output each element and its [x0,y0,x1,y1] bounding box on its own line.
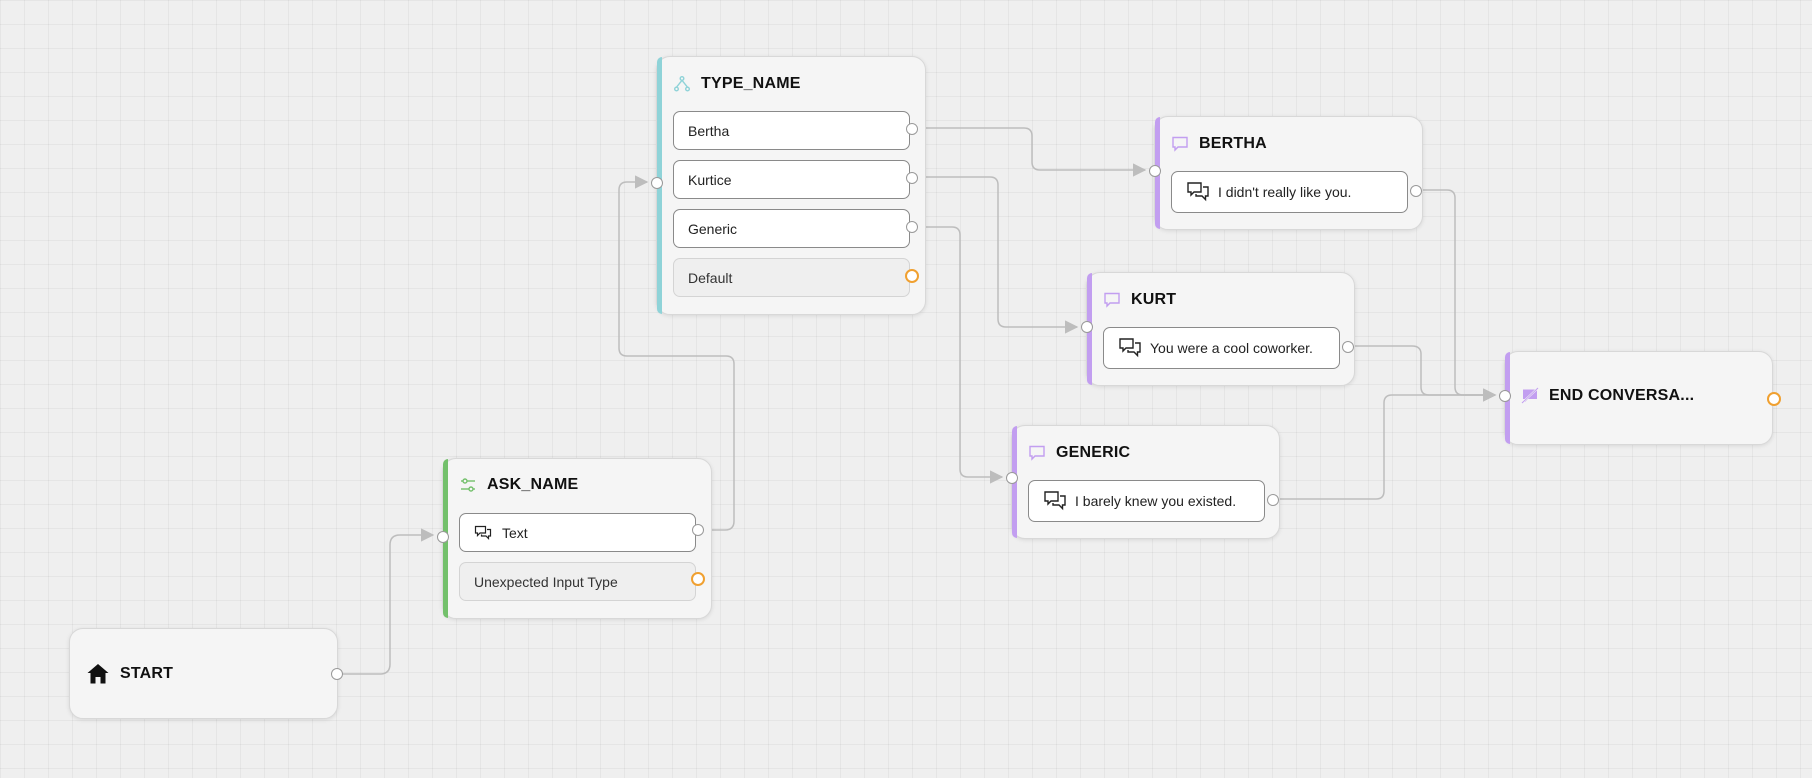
input-settings-icon [459,476,477,494]
edge-kurtice-to-kurt-node[interactable] [918,176,1079,334]
end-output-port[interactable] [1767,392,1781,406]
bertha-message-row[interactable]: I didn't really like you. [1171,171,1408,213]
bertha-output-port[interactable] [1410,185,1422,197]
kurt-output-port[interactable] [1342,341,1354,353]
ask-name-text-label: Text [502,524,528,541]
kurt-message-row[interactable]: You were a cool coworker. [1103,327,1340,369]
type-name-generic-port[interactable] [906,221,918,233]
start-node[interactable]: START [69,628,343,719]
type-name-bertha-row[interactable]: Bertha [673,111,910,150]
bertha-node[interactable]: BERTHA I didn't really like you. [1149,116,1423,230]
bertha-message-text: I didn't really like you. [1218,184,1352,200]
ask-name-title: ASK_NAME [487,476,579,493]
start-title: START [120,665,174,682]
generic-node[interactable]: GENERIC I barely knew you existed. [1006,425,1280,539]
type-name-kurtice-row[interactable]: Kurtice [673,160,910,199]
chat-bubbles-icon [1186,180,1210,204]
branch-icon [673,75,691,93]
ask-name-unexpected-port[interactable] [691,572,705,586]
end-input-port[interactable] [1499,390,1511,402]
generic-message-row[interactable]: I barely knew you existed. [1028,480,1265,522]
end-conversation-icon [1521,387,1539,405]
edge-kurt-node-to-end[interactable] [1347,345,1497,402]
kurt-input-port[interactable] [1081,321,1093,333]
kurt-node[interactable]: KURT You were a cool coworker. [1081,272,1355,386]
message-icon [1103,291,1121,309]
type-name-generic-label: Generic [688,220,738,237]
type-name-kurtice-label: Kurtice [688,171,732,188]
chat-bubbles-icon [1118,336,1142,360]
chat-bubbles-icon [474,524,492,542]
type-name-title: TYPE_NAME [701,75,801,92]
start-output-port[interactable] [331,668,343,680]
ask-name-text-port[interactable] [692,524,704,536]
ask-name-unexpected-label: Unexpected Input Type [474,573,618,590]
ask-name-unexpected-row[interactable]: Unexpected Input Type [459,562,696,601]
type-name-default-label: Default [688,269,733,286]
edge-generic-node-to-end[interactable] [1274,388,1497,500]
type-name-bertha-label: Bertha [688,122,730,139]
generic-input-port[interactable] [1006,472,1018,484]
type-name-default-row[interactable]: Default [673,258,910,297]
type-name-node[interactable]: TYPE_NAME Bertha Kurtice Generic Default [651,56,926,315]
chat-bubbles-icon [1043,489,1067,513]
ask-name-text-row[interactable]: Text [459,513,696,552]
end-conversation-node[interactable]: END CONVERSA... [1499,351,1781,445]
message-icon [1028,444,1046,462]
message-icon [1171,135,1189,153]
edge-bertha-node-to-end[interactable] [1415,189,1497,402]
type-name-input-port[interactable] [651,177,663,189]
home-icon [86,662,110,686]
generic-output-port[interactable] [1267,494,1279,506]
type-name-kurtice-port[interactable] [906,172,918,184]
edge-start-to-ask-name[interactable] [338,528,435,675]
edge-generic-to-generic-node[interactable] [918,226,1004,484]
type-name-bertha-port[interactable] [906,123,918,135]
generic-message-text: I barely knew you existed. [1075,493,1237,509]
type-name-default-port[interactable] [905,269,919,283]
bertha-input-port[interactable] [1149,165,1161,177]
end-title: END CONVERSA... [1549,387,1695,404]
kurt-title: KURT [1131,291,1177,308]
generic-title: GENERIC [1056,444,1131,461]
bertha-title: BERTHA [1199,135,1267,152]
kurt-message-text: You were a cool coworker. [1150,340,1313,356]
ask-name-input-port[interactable] [437,531,449,543]
ask-name-node[interactable]: ASK_NAME Text Unexpected Input Type [437,458,712,619]
edge-bertha-to-bertha-node[interactable] [918,127,1147,177]
type-name-generic-row[interactable]: Generic [673,209,910,248]
